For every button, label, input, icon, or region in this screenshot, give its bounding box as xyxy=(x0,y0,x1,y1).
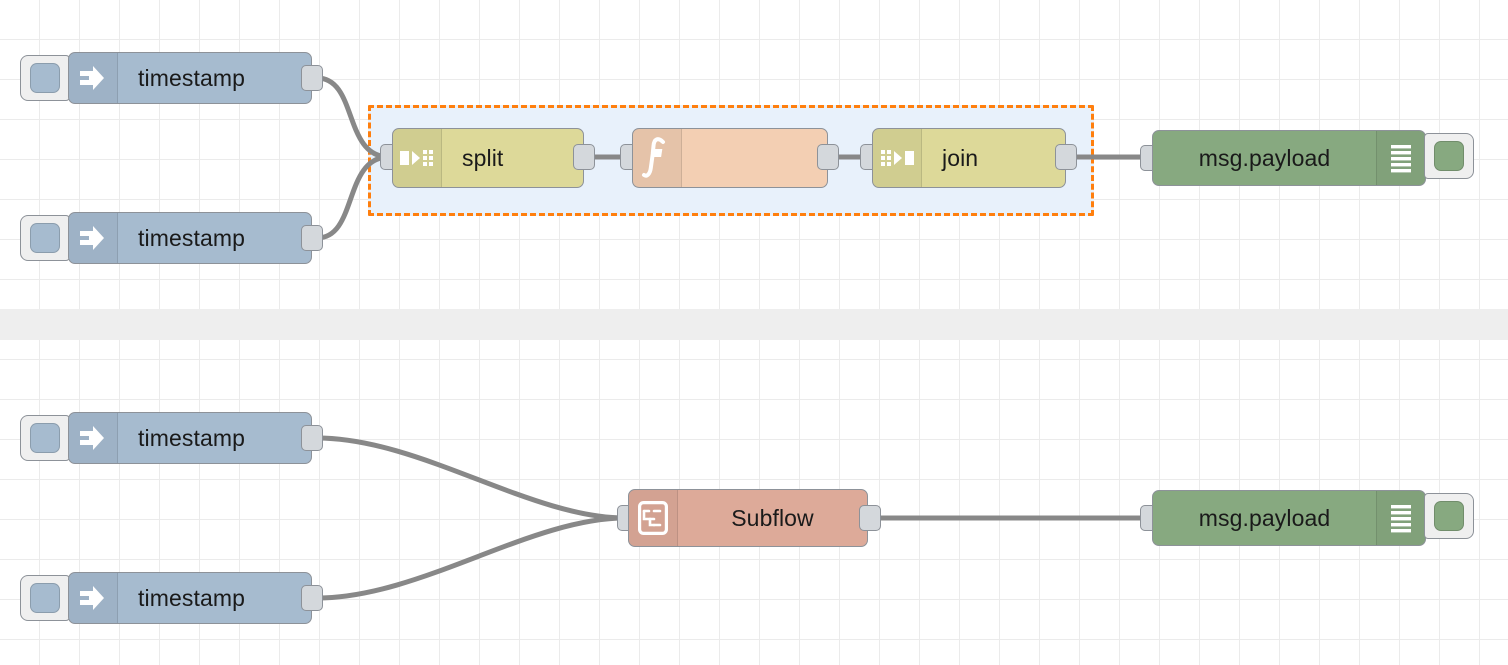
node-split[interactable]: split xyxy=(392,128,584,188)
node-function[interactable] xyxy=(632,128,828,188)
node-label-debug-1: msg.payload xyxy=(1198,144,1331,171)
inject-button-1[interactable] xyxy=(20,55,70,101)
node-label-inject-3: timestamp xyxy=(138,424,245,451)
output-port-split[interactable] xyxy=(573,144,595,170)
node-inject-3[interactable]: timestamp xyxy=(68,412,312,464)
node-label-split: split xyxy=(462,144,504,171)
node-debug-1[interactable]: msg.payload xyxy=(1152,130,1426,186)
inject-arrow-icon xyxy=(69,573,118,623)
debug-list-icon xyxy=(1376,131,1425,185)
node-label-function xyxy=(682,129,827,187)
split-icon xyxy=(393,129,442,187)
output-port-inject-1[interactable] xyxy=(301,65,323,91)
function-f-icon xyxy=(633,129,682,187)
debug-button-indicator xyxy=(1434,501,1464,531)
inject-button-indicator xyxy=(30,583,60,613)
output-port-join[interactable] xyxy=(1055,144,1077,170)
node-debug-2[interactable]: msg.payload xyxy=(1152,490,1426,546)
lane-divider xyxy=(0,309,1508,340)
debug-toggle-button-1[interactable] xyxy=(1424,133,1474,179)
inject-button-4[interactable] xyxy=(20,575,70,621)
inject-button-indicator xyxy=(30,63,60,93)
node-join[interactable]: join xyxy=(872,128,1066,188)
output-port-inject-2[interactable] xyxy=(301,225,323,251)
node-label-join: join xyxy=(942,144,979,171)
inject-button-2[interactable] xyxy=(20,215,70,261)
output-port-subflow[interactable] xyxy=(859,505,881,531)
subflow-icon xyxy=(629,490,678,546)
join-icon xyxy=(873,129,922,187)
node-inject-1[interactable]: timestamp xyxy=(68,52,312,104)
debug-list-icon xyxy=(1376,491,1425,545)
output-port-inject-3[interactable] xyxy=(301,425,323,451)
output-port-inject-4[interactable] xyxy=(301,585,323,611)
inject-arrow-icon xyxy=(69,213,118,263)
debug-toggle-button-2[interactable] xyxy=(1424,493,1474,539)
debug-button-indicator xyxy=(1434,141,1464,171)
inject-arrow-icon xyxy=(69,53,118,103)
node-label-inject-1: timestamp xyxy=(138,64,245,91)
inject-button-3[interactable] xyxy=(20,415,70,461)
node-subflow[interactable]: Subflow xyxy=(628,489,868,547)
wire-inject4-subflow xyxy=(314,515,628,601)
node-label-inject-4: timestamp xyxy=(138,584,245,611)
node-inject-4[interactable]: timestamp xyxy=(68,572,312,624)
inject-button-indicator xyxy=(30,223,60,253)
wire-inject3-subflow xyxy=(314,435,628,521)
node-inject-2[interactable]: timestamp xyxy=(68,212,312,264)
node-label-inject-2: timestamp xyxy=(138,224,245,251)
node-label-debug-2: msg.payload xyxy=(1198,504,1331,531)
node-label-subflow: Subflow xyxy=(731,504,814,531)
inject-button-indicator xyxy=(30,423,60,453)
output-port-function[interactable] xyxy=(817,144,839,170)
inject-arrow-icon xyxy=(69,413,118,463)
